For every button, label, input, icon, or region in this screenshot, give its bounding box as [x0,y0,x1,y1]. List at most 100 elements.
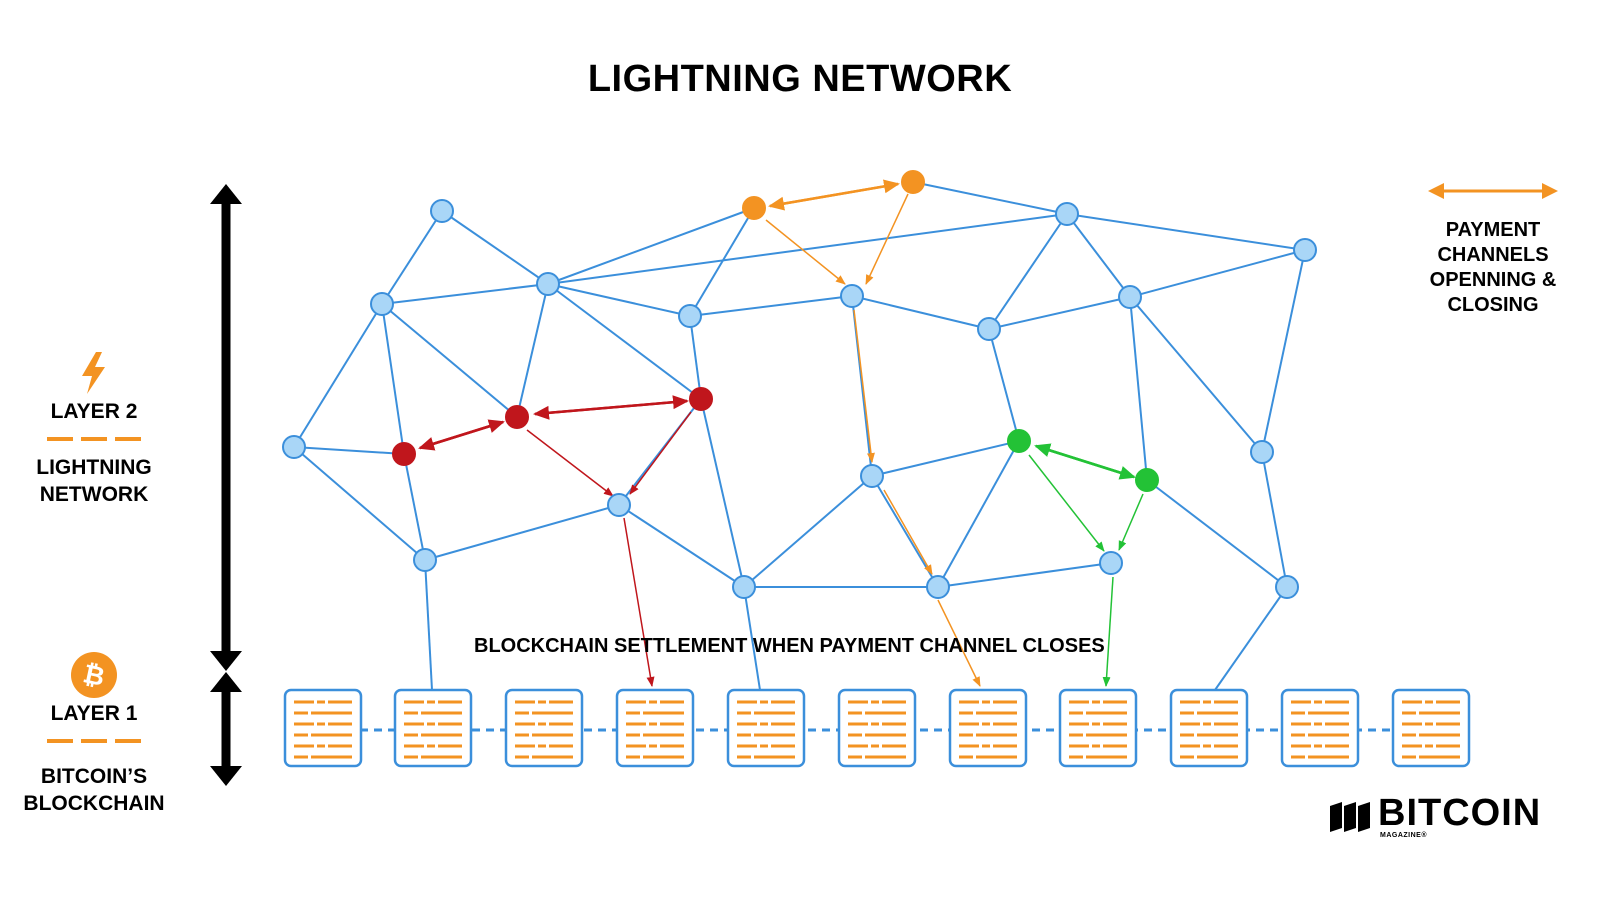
network-node [1118,285,1142,309]
channel-edge [871,475,939,588]
layer1-name-line2: BLOCKCHAIN [23,792,165,815]
page-title: LIGHTNING NETWORK [587,58,1013,100]
channel-edge [1066,213,1131,298]
network-node [1250,440,1274,464]
channel-edge [851,295,990,330]
block-5 [726,688,806,768]
channel-edge [293,446,405,455]
channel-edge [547,207,755,285]
channel-edge [293,446,426,561]
block-8 [1058,688,1138,768]
network-node [282,435,306,459]
legend-line1: PAYMENT [1445,219,1541,241]
settlement-drop-lines [424,559,1288,691]
channel-edge [547,283,691,317]
red-flow-arrow [623,517,655,687]
channel-edge [988,213,1068,330]
red-flow-arrow [629,411,692,495]
layer1-extent-arrow [210,672,242,786]
channel-edge [424,504,620,561]
legend-line2: CHANNELS [1437,244,1549,266]
legend-line4: CLOSING [1447,294,1539,316]
green-flow-arrow [1118,493,1144,551]
block-10 [1280,688,1360,768]
channel-edge [293,303,383,448]
layer1-name-line1: BITCOIN’S [40,765,148,788]
settlement-drop-line [1214,586,1288,691]
channel-edge [381,283,549,305]
orange-flow-arrow [865,193,909,285]
settlement-caption: BLOCKCHAIN SETTLEMENT WHEN PAYMENT CHANN… [474,635,1105,657]
orange-flow-arrow [883,489,933,575]
network-edges [293,181,1306,588]
channel-edge [937,562,1112,588]
blockchain-blocks [283,688,1471,768]
green-node [1007,429,1031,453]
network-node [1099,551,1123,575]
channel-edge [743,475,873,588]
block-6 [837,688,917,768]
channel-edge [1129,296,1263,453]
red-node [392,442,416,466]
channel-edge [689,207,755,317]
payment-flow-arrows [418,179,1144,687]
orange-flow-arrow [765,219,846,285]
channel-edge [403,453,426,561]
network-node [1275,575,1299,599]
channel-edge [871,440,1020,477]
layer1-label: LAYER 1 [50,702,138,725]
network-nodes [282,170,1317,599]
channel-edge [1066,213,1306,251]
red-node [505,405,529,429]
block-3 [504,688,584,768]
orange-flow-arrow [853,309,875,463]
channel-edge [1146,479,1288,588]
network-node [732,575,756,599]
green-flow-arrow-reverse [1034,443,1135,479]
channel-edge [988,296,1131,330]
channel-edge [1129,296,1148,481]
network-node [1055,202,1079,226]
red-flow-arrow [526,429,614,497]
network-node [1293,238,1317,262]
channel-edge [516,283,549,418]
network-node [678,304,702,328]
channel-edge [547,213,1068,285]
channel-edge [937,440,1020,588]
layer2-separator [47,437,142,441]
orange-flow-arrow [937,599,981,687]
block-11 [1391,688,1471,768]
network-node [860,464,884,488]
legend-arrow-icon [1428,183,1558,199]
block-2 [393,688,473,768]
block-4 [615,688,695,768]
network-node [430,199,454,223]
red-node [689,387,713,411]
logo-word: BITCOIN [1378,792,1542,834]
settlement-drop-line [424,559,433,691]
orange-node [901,170,925,194]
channel-edge [1261,249,1306,453]
bitcoin-icon: ₿ [71,652,117,698]
orange-node [742,196,766,220]
channel-edge [912,181,1068,215]
channel-edge [689,295,853,317]
channel-edge [381,303,518,418]
red-flow-arrow-reverse [418,420,504,451]
channel-edge [441,210,549,285]
block-7 [948,688,1028,768]
bitcoin-magazine-logo: BITCOIN MAGAZINE® [1330,792,1560,846]
network-node [413,548,437,572]
channel-edge [689,315,702,400]
channel-edge [618,504,745,588]
network-node [926,575,950,599]
layer2-name-line1: LIGHTNING [36,456,152,479]
bitcoin-magazine-logo-icon [1330,802,1370,832]
green-flow-arrow [1028,454,1105,552]
layer1-separator [47,739,142,743]
layer2-name-line2: NETWORK [39,483,149,506]
channel-edge [700,398,745,588]
block-1 [283,688,363,768]
lightning-bolt-icon [78,352,108,394]
